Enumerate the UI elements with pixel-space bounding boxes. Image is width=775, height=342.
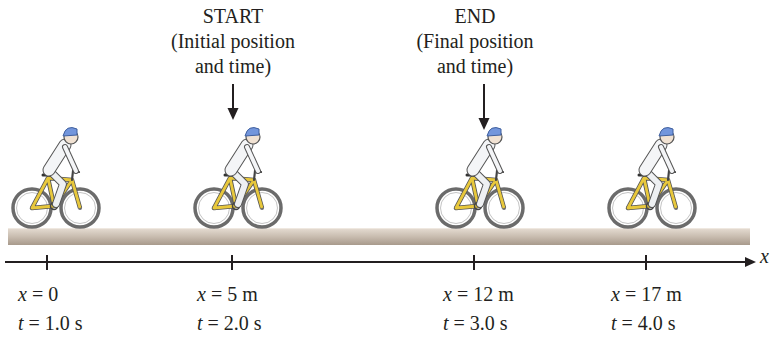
cyclist [609, 128, 695, 227]
position-label: x = 0 [18, 282, 58, 307]
axis-tick [231, 255, 233, 270]
axis-label: x [760, 244, 769, 269]
cyclist [195, 128, 281, 227]
marker-label: END [400, 4, 550, 29]
ground-edge [8, 228, 750, 229]
position-label: x = 17 m [611, 282, 682, 307]
marker-note: (Final position and time) [405, 29, 545, 79]
cyclist [13, 128, 99, 227]
position-label: x = 5 m [197, 282, 258, 307]
pointer-arrow [232, 84, 234, 110]
pointer-arrowhead [479, 118, 490, 130]
time-label: t = 3.0 s [443, 311, 508, 336]
x-axis [5, 261, 748, 263]
axis-arrowhead [745, 257, 756, 267]
marker-note: (Initial position and time) [163, 29, 303, 79]
ground [8, 228, 750, 245]
time-label: t = 2.0 s [197, 311, 262, 336]
axis-tick [645, 255, 647, 270]
time-label: t = 4.0 s [611, 311, 676, 336]
pointer-arrowhead [228, 108, 239, 120]
marker-label: START [158, 4, 308, 29]
axis-tick [473, 255, 475, 270]
time-label: t = 1.0 s [18, 311, 83, 336]
pointer-arrow [483, 84, 485, 120]
position-label: x = 12 m [443, 282, 514, 307]
cyclist [437, 128, 523, 227]
axis-tick [46, 255, 48, 270]
